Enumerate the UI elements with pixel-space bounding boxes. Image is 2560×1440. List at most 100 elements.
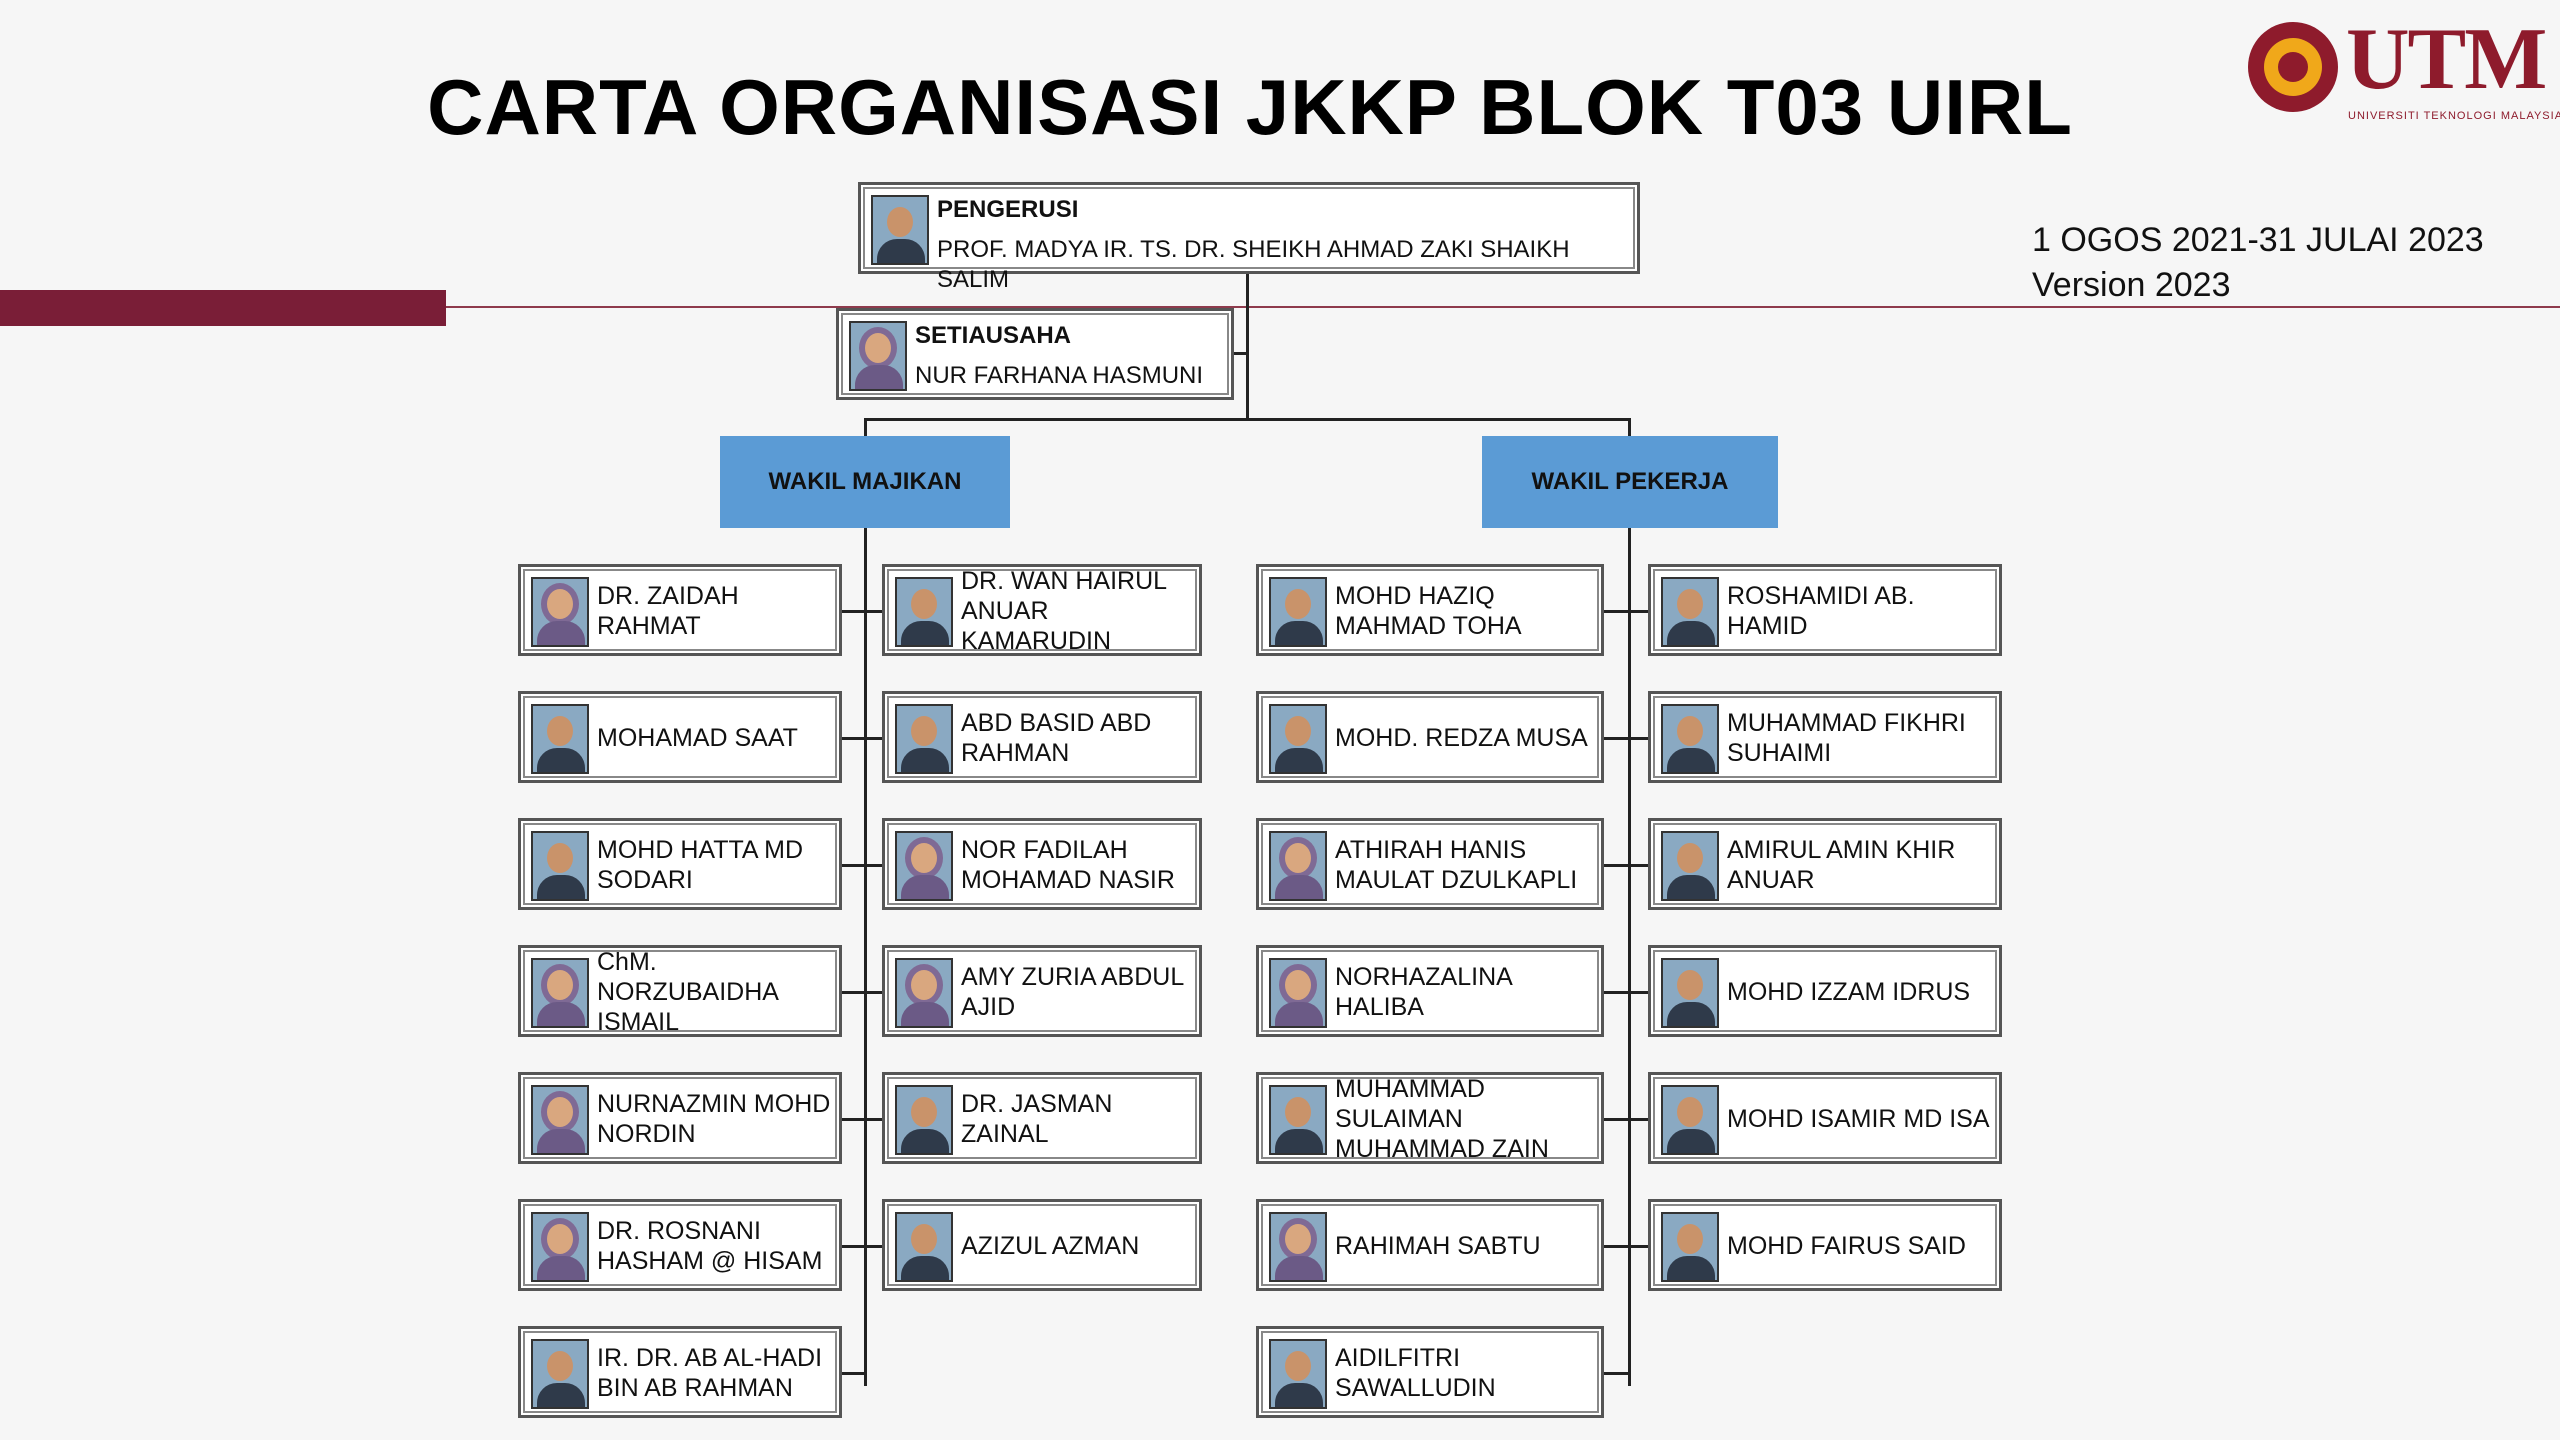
period-info: 1 OGOS 2021-31 JULAI 2023 Version 2023: [2032, 218, 2484, 308]
secretary-connector: [1232, 352, 1248, 355]
member-box: NURNAZMIN MOHD NORDIN: [518, 1072, 842, 1164]
member-connector: [842, 1372, 867, 1375]
member-connector: [1628, 991, 1648, 994]
member-box: ATHIRAH HANIS MAULAT DZULKAPLI: [1256, 818, 1604, 910]
photo-icon: [1269, 577, 1327, 647]
member-box: ChM. NORZUBAIDHA ISMAIL: [518, 945, 842, 1037]
member-box: AMY ZURIA ABDUL AJID: [882, 945, 1202, 1037]
member-name: MOHD HAZIQ MAHMAD TOHA: [1335, 582, 1522, 640]
member-name: AIDILFITRI SAWALLUDIN: [1335, 1344, 1496, 1402]
member-connector: [842, 991, 867, 994]
member-name: ABD BASID ABD RAHMAN: [961, 709, 1152, 767]
photo-icon: [1661, 704, 1719, 774]
member-box: NORHAZALINA HALIBA: [1256, 945, 1604, 1037]
member-box: RAHIMAH SABTU: [1256, 1199, 1604, 1291]
member-connector: [1604, 991, 1631, 994]
member-connector: [1604, 1372, 1631, 1375]
member-connector: [842, 610, 867, 613]
member-name: ROSHAMIDI AB. HAMID: [1727, 582, 1915, 640]
member-connector: [1628, 1118, 1648, 1121]
member-name: ATHIRAH HANIS MAULAT DZULKAPLI: [1335, 836, 1578, 894]
photo-icon: [1661, 577, 1719, 647]
photo-icon: [1661, 958, 1719, 1028]
photo-icon: [1269, 831, 1327, 901]
member-name: AMY ZURIA ABDUL AJID: [961, 963, 1184, 1021]
employer-spine: [864, 526, 867, 1386]
member-name: ChM. NORZUBAIDHA ISMAIL: [597, 948, 778, 1036]
photo-icon: [1269, 958, 1327, 1028]
chair-box: PENGERUSI PROF. MADYA IR. TS. DR. SHEIKH…: [858, 182, 1640, 293]
member-box: MOHD. REDZA MUSA: [1256, 691, 1604, 783]
member-connector: [1628, 864, 1648, 867]
member-box: MOHD IZZAM IDRUS: [1648, 945, 2002, 1037]
member-box: MOHD ISAMIR MD ISA: [1648, 1072, 2002, 1164]
member-connector: [842, 864, 867, 867]
member-name: AZIZUL AZMAN: [961, 1232, 1140, 1260]
member-box: NOR FADILAH MOHAMAD NASIR: [882, 818, 1202, 910]
photo-icon: [871, 195, 929, 265]
member-connector: [864, 1245, 882, 1248]
member-name: MOHD HATTA MD SODARI: [597, 836, 804, 894]
member-box: AZIZUL AZMAN: [882, 1199, 1202, 1291]
member-box: AMIRUL AMIN KHIR ANUAR: [1648, 818, 2002, 910]
photo-icon: [1269, 1212, 1327, 1282]
member-name: MUHAMMAD FIKHRI SUHAIMI: [1727, 709, 1966, 767]
member-box: DR. WAN HAIRUL ANUAR KAMARUDIN: [882, 564, 1202, 656]
member-name: DR. ROSNANI HASHAM @ HISAM: [597, 1217, 823, 1275]
period-version: Version 2023: [2032, 266, 2231, 304]
photo-icon: [849, 321, 907, 391]
chair-name: PROF. MADYA IR. TS. DR. SHEIKH AHMAD ZAK…: [937, 236, 1570, 293]
member-connector: [864, 864, 882, 867]
employee-spine: [1628, 526, 1631, 1386]
member-box: IR. DR. AB AL-HADI BIN AB RAHMAN: [518, 1326, 842, 1418]
member-box: ROSHAMIDI AB. HAMID: [1648, 564, 2002, 656]
employee-header: WAKIL PEKERJA: [1482, 436, 1778, 528]
member-name: DR. ZAIDAH RAHMAT: [597, 582, 739, 640]
member-name: MOHD ISAMIR MD ISA: [1727, 1105, 1990, 1133]
member-name: AMIRUL AMIN KHIR ANUAR: [1727, 836, 1956, 894]
member-connector: [1628, 737, 1648, 740]
member-name: RAHIMAH SABTU: [1335, 1232, 1541, 1260]
member-name: MOHD. REDZA MUSA: [1335, 724, 1588, 752]
member-box: MUHAMMAD FIKHRI SUHAIMI: [1648, 691, 2002, 783]
utm-seal-icon: [2248, 22, 2338, 112]
accent-bar: [0, 290, 446, 326]
photo-icon: [1269, 1339, 1327, 1409]
logo-subtext: UNIVERSITI TEKNOLOGI MALAYSIA: [2348, 110, 2560, 122]
period-dates: 1 OGOS 2021-31 JULAI 2023: [2032, 221, 2484, 259]
member-name: IR. DR. AB AL-HADI BIN AB RAHMAN: [597, 1344, 823, 1402]
member-name: DR. JASMAN ZAINAL: [961, 1090, 1113, 1148]
photo-icon: [895, 704, 953, 774]
photo-icon: [531, 1085, 589, 1155]
member-name: NORHAZALINA HALIBA: [1335, 963, 1512, 1021]
logo-wordmark: UTM: [2346, 11, 2547, 108]
member-connector: [842, 1118, 867, 1121]
member-name: MOHAMAD SAAT: [597, 724, 798, 752]
photo-icon: [895, 958, 953, 1028]
member-box: MOHAMAD SAAT: [518, 691, 842, 783]
member-connector: [1604, 864, 1631, 867]
page-title: CARTA ORGANISASI JKKP BLOK T03 UIRL: [427, 63, 2073, 151]
photo-icon: [1661, 831, 1719, 901]
photo-icon: [531, 704, 589, 774]
member-box: MOHD FAIRUS SAID: [1648, 1199, 2002, 1291]
member-connector: [1628, 610, 1648, 613]
member-box: DR. ROSNANI HASHAM @ HISAM: [518, 1199, 842, 1291]
member-box: MOHD HATTA MD SODARI: [518, 818, 842, 910]
chair-connector: [1246, 272, 1249, 420]
photo-icon: [895, 577, 953, 647]
member-box: DR. JASMAN ZAINAL: [882, 1072, 1202, 1164]
member-name: MUHAMMAD SULAIMAN MUHAMMAD ZAIN: [1335, 1075, 1549, 1163]
chair-role: PENGERUSI: [937, 196, 1079, 223]
employee-drop: [1628, 418, 1631, 436]
secretary-role: SETIAUSAHA: [915, 322, 1072, 349]
photo-icon: [531, 831, 589, 901]
member-name: NURNAZMIN MOHD NORDIN: [597, 1090, 831, 1148]
photo-icon: [531, 577, 589, 647]
member-name: NOR FADILAH MOHAMAD NASIR: [961, 836, 1175, 894]
member-box: MUHAMMAD SULAIMAN MUHAMMAD ZAIN: [1256, 1072, 1604, 1164]
member-name: DR. WAN HAIRUL ANUAR KAMARUDIN: [961, 567, 1167, 655]
utm-logo: UTM UNIVERSITI TEKNOLOGI MALAYSIA: [2248, 16, 2560, 122]
photo-icon: [895, 1085, 953, 1155]
secretary-box: SETIAUSAHA NUR FARHANA HASMUNI: [836, 308, 1234, 400]
